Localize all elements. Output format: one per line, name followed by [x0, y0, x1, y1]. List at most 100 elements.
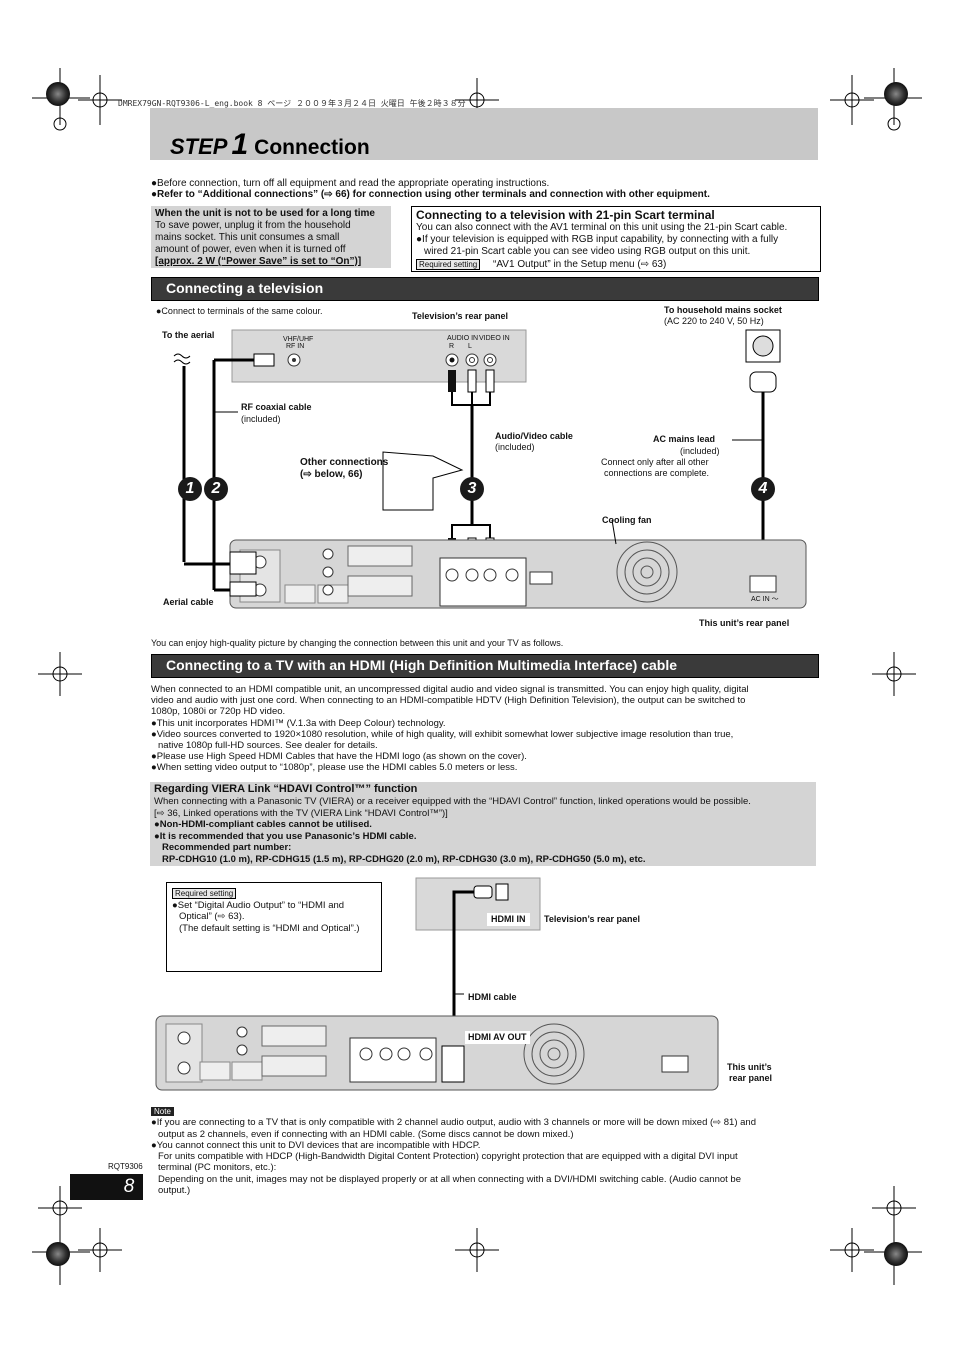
viera-line: Recommended part number:	[162, 842, 292, 853]
required-setting-tag: Required setting	[416, 259, 481, 270]
note-tag: Note	[151, 1107, 174, 1116]
note-block: Note ●If you are connecting to a TV that…	[151, 1106, 821, 1196]
title-text: Connection	[254, 136, 370, 159]
unit-rear-panel-label: This unit’s rear panel	[699, 618, 790, 628]
hdmi-intro: When connected to an HDMI compatible uni…	[151, 684, 819, 774]
scart-heading: Connecting to a television with 21-pin S…	[416, 208, 715, 222]
mains-socket-sub: (AC 220 to 240 V, 50 Hz)	[664, 316, 764, 326]
ac-lead-label: AC mains lead	[653, 434, 716, 444]
doc-code: RQT9306	[108, 1162, 143, 1171]
viera-heading: Regarding VIERA Link “HDAVI Control™” fu…	[154, 783, 418, 795]
intro-line-2: ●Refer to “Additional connections” (⇨ 66…	[151, 189, 710, 200]
registration-dot	[46, 82, 70, 106]
audio-in-label: AUDIO IN	[447, 335, 479, 342]
tv-section-footer: You can enjoy high-quality picture by ch…	[151, 638, 564, 648]
viera-line: ●Non-HDMI-compliant cables cannot be uti…	[154, 819, 372, 830]
title-step-word: STEP	[170, 134, 228, 159]
scart-required-row: Required setting “AV1 Output” in the Set…	[416, 259, 816, 271]
page-number-box	[70, 1174, 143, 1200]
mains-socket-title: To household mains socket	[664, 305, 782, 315]
hdmi-cable-label: HDMI cable	[468, 992, 517, 1002]
page-number: 8	[123, 1176, 135, 1197]
viera-line: RP-CDHG10 (1.0 m), RP-CDHG15 (1.5 m), RP…	[162, 853, 646, 865]
tv-rear-panel-label: Television’s rear panel	[412, 311, 509, 321]
step-badge-3: 3	[460, 477, 484, 501]
hdmi-unit-rear-label-1: This unit’s	[727, 1062, 772, 1072]
rf-cable-included: (included)	[241, 414, 281, 424]
long-time-box: When the unit is not to be used for a lo…	[151, 206, 391, 268]
file-stamp: DMREX79GN-RQT9306-L_eng.book 8 ページ ２００９年…	[118, 99, 466, 108]
section-title: Connecting a television	[166, 280, 324, 296]
registration-dot	[884, 1242, 908, 1266]
hdmi-bullet: ●When setting video output to “1080p”, p…	[151, 762, 518, 774]
tv-connection-diagram	[173, 329, 807, 609]
hdmi-bullet: ●Video sources converted to 1920×1080 re…	[151, 728, 734, 740]
hdmi-para: 1080p, 1080i or 720p HD video.	[151, 706, 286, 718]
scart-line: You can also connect with the AV1 termin…	[416, 222, 788, 233]
hdmi-req-line: Optical” (⇨ 63).	[179, 911, 245, 922]
note-line: output.)	[158, 1185, 191, 1197]
scart-line: ●If your television is equipped with RGB…	[416, 234, 779, 245]
vhf-uhf-label: VHF/UHF	[283, 336, 314, 343]
ac-lead-included: (included)	[680, 446, 720, 456]
long-time-line: mains socket. This unit consumes a small	[155, 232, 340, 243]
av-cable-included: (included)	[495, 442, 535, 452]
note-line: terminal (PC monitors, etc.):	[158, 1162, 277, 1174]
hdmi-bullet: ●Please use High Speed HDMI Cables that …	[151, 751, 527, 763]
hdmi-av-out-label: HDMI AV OUT	[465, 1031, 530, 1044]
hdmi-req-line: (The default setting is “HDMI and Optica…	[179, 922, 360, 934]
note-line: For units compatible with HDCP (High-Ban…	[158, 1151, 738, 1163]
hdmi-connection-diagram	[155, 877, 719, 1091]
required-setting-tag: Required setting	[172, 888, 237, 899]
hdmi-bullet: ●This unit incorporates HDMI™ (V.1.3a wi…	[151, 717, 446, 729]
other-connections-2: (⇨ below, 66)	[300, 469, 363, 480]
hdmi-para: video and audio with just one cord. When…	[151, 695, 746, 707]
step-badge-4: 4	[751, 477, 775, 501]
step-badge-1: 1	[178, 477, 202, 501]
ac-note-2: connections are complete.	[604, 468, 710, 478]
video-in-label: VIDEO IN	[479, 335, 510, 342]
title-step-number: 1	[231, 128, 249, 161]
hdmi-required-setting-box: Required setting ●Set “Digital Audio Out…	[166, 882, 382, 972]
rf-cable-label: RF coaxial cable	[241, 402, 312, 412]
viera-link-box: Regarding VIERA Link “HDAVI Control™” fu…	[150, 782, 816, 866]
long-time-emphasis: [approx. 2 W (“Power Save” is set to “On…	[155, 256, 362, 267]
hdmi-bullet: native 1080p full-HD sources. See dealer…	[158, 740, 378, 752]
hdmi-unit-rear-label-2: rear panel	[729, 1073, 773, 1083]
scart-required-text: “AV1 Output” in the Setup menu (⇨ 63)	[493, 259, 667, 270]
step-badge-2: 2	[204, 477, 228, 501]
note-line: ●If you are connecting to a TV that is o…	[151, 1117, 756, 1129]
long-time-heading: When the unit is not to be used for a lo…	[155, 208, 375, 219]
scart-box: Connecting to a television with 21-pin S…	[411, 206, 821, 272]
note-line: Depending on the unit, images may not be…	[158, 1173, 741, 1185]
section-title: Connecting to a TV with an HDMI (High De…	[166, 657, 678, 673]
scart-line: wired 21-pin Scart cable you can see vid…	[424, 246, 751, 257]
hdmi-tv-rear-label: Television’s rear panel	[544, 914, 641, 924]
registration-dot	[46, 1242, 70, 1266]
r-label: R	[449, 343, 455, 350]
long-time-line: amount of power, even when it is turned …	[155, 244, 346, 255]
rf-in-label: RF IN	[286, 343, 305, 350]
viera-line: When connecting with a Panasonic TV (VIE…	[154, 796, 751, 807]
l-label: L	[468, 343, 472, 350]
connect-note: ●Connect to terminals of the same colour…	[156, 306, 323, 316]
section-bar-hdmi: Connecting to a TV with an HDMI (High De…	[151, 654, 819, 678]
to-aerial-label: To the aerial	[162, 330, 215, 340]
long-time-line: To save power, unplug it from the househ…	[155, 220, 351, 231]
aerial-cable-label: Aerial cable	[163, 597, 214, 607]
title-band	[150, 108, 818, 160]
av-cable-label: Audio/Video cable	[495, 431, 573, 441]
note-line: ●You cannot connect this unit to DVI dev…	[151, 1139, 481, 1151]
hdmi-req-line: ●Set “Digital Audio Output” to “HDMI and	[172, 899, 345, 911]
hdmi-para: When connected to an HDMI compatible uni…	[151, 684, 749, 695]
other-connections-1: Other connections	[300, 457, 389, 468]
section-bar-tv: Connecting a television	[151, 277, 819, 301]
intro-line-1: ●Before connection, turn off all equipme…	[151, 178, 550, 189]
hdmi-in-label: HDMI IN	[487, 913, 530, 926]
cooling-fan-label: Cooling fan	[602, 515, 652, 525]
note-line: output as 2 channels, even if connecting…	[158, 1128, 574, 1140]
registration-dot	[884, 82, 908, 106]
ac-note-1: Connect only after all other	[601, 457, 709, 467]
